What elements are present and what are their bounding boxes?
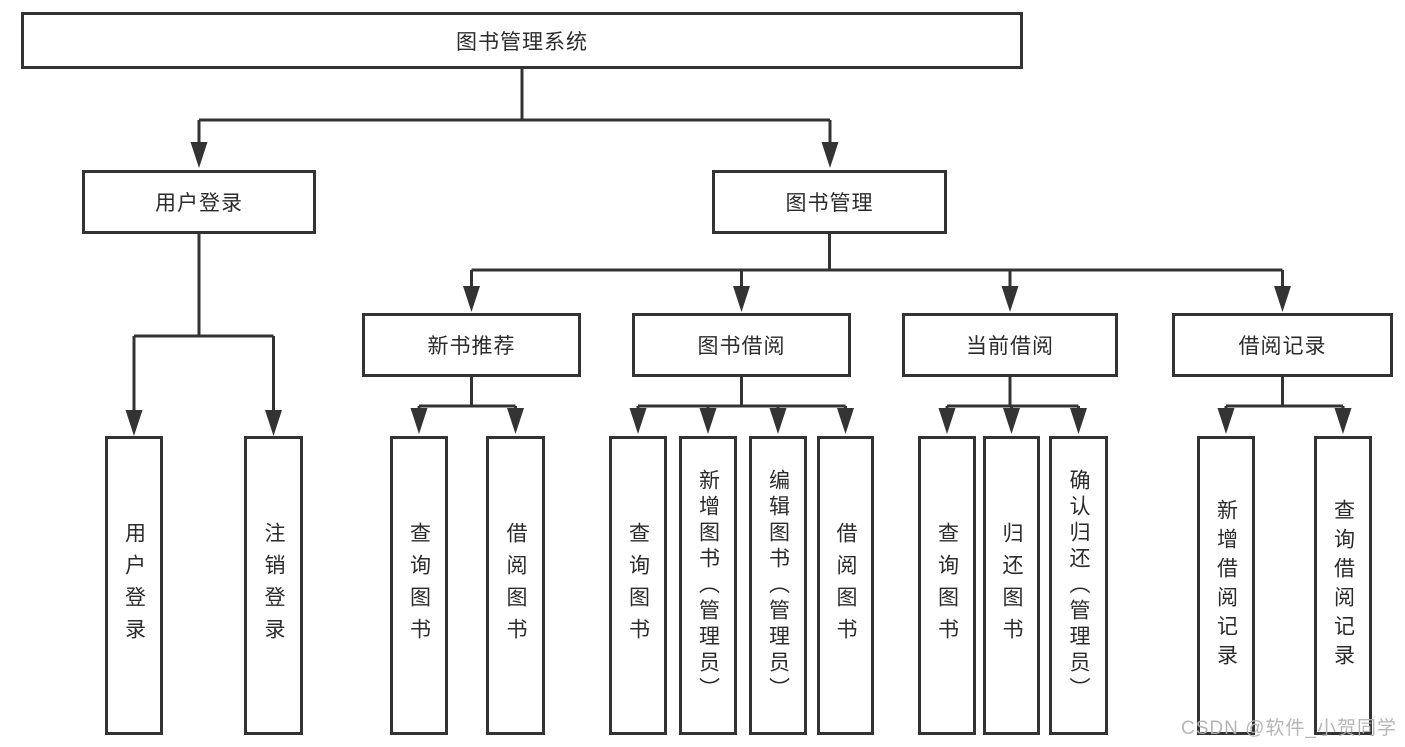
node-book-management: 图书管理	[712, 170, 947, 234]
leaf-edit-books-admin: 编辑图书（管理员）	[749, 436, 807, 735]
csdn-watermark: CSDN @软件_小贺同学	[1181, 718, 1397, 739]
leaf-borrow-books-recommend: 借阅图书	[486, 436, 545, 735]
leaf-query-books-borrow: 查询图书	[609, 436, 667, 735]
node-book-borrow: 图书借阅	[632, 313, 851, 377]
leaf-return-books: 归还图书	[983, 436, 1040, 735]
node-current-borrow: 当前借阅	[902, 313, 1118, 377]
leaf-user-login: 用户登录	[105, 436, 163, 735]
node-library-management-system: 图书管理系统	[21, 12, 1023, 69]
leaf-confirm-return-admin: 确认归还（管理员）	[1049, 436, 1108, 735]
leaf-add-books-admin: 新增图书（管理员）	[679, 436, 737, 735]
leaf-add-borrow-record: 新增借阅记录	[1197, 436, 1255, 735]
node-borrow-records: 借阅记录	[1172, 313, 1393, 377]
node-user-login: 用户登录	[82, 170, 316, 234]
node-new-book-recommend: 新书推荐	[362, 313, 581, 377]
leaf-query-books-current: 查询图书	[918, 436, 976, 735]
leaf-query-borrow-record: 查询借阅记录	[1314, 436, 1372, 735]
arrowheads	[125, 142, 1352, 436]
leaf-query-books-recommend: 查询图书	[390, 436, 448, 735]
leaf-borrow-books: 借阅图书	[817, 436, 874, 735]
leaf-logout: 注销登录	[244, 436, 303, 735]
